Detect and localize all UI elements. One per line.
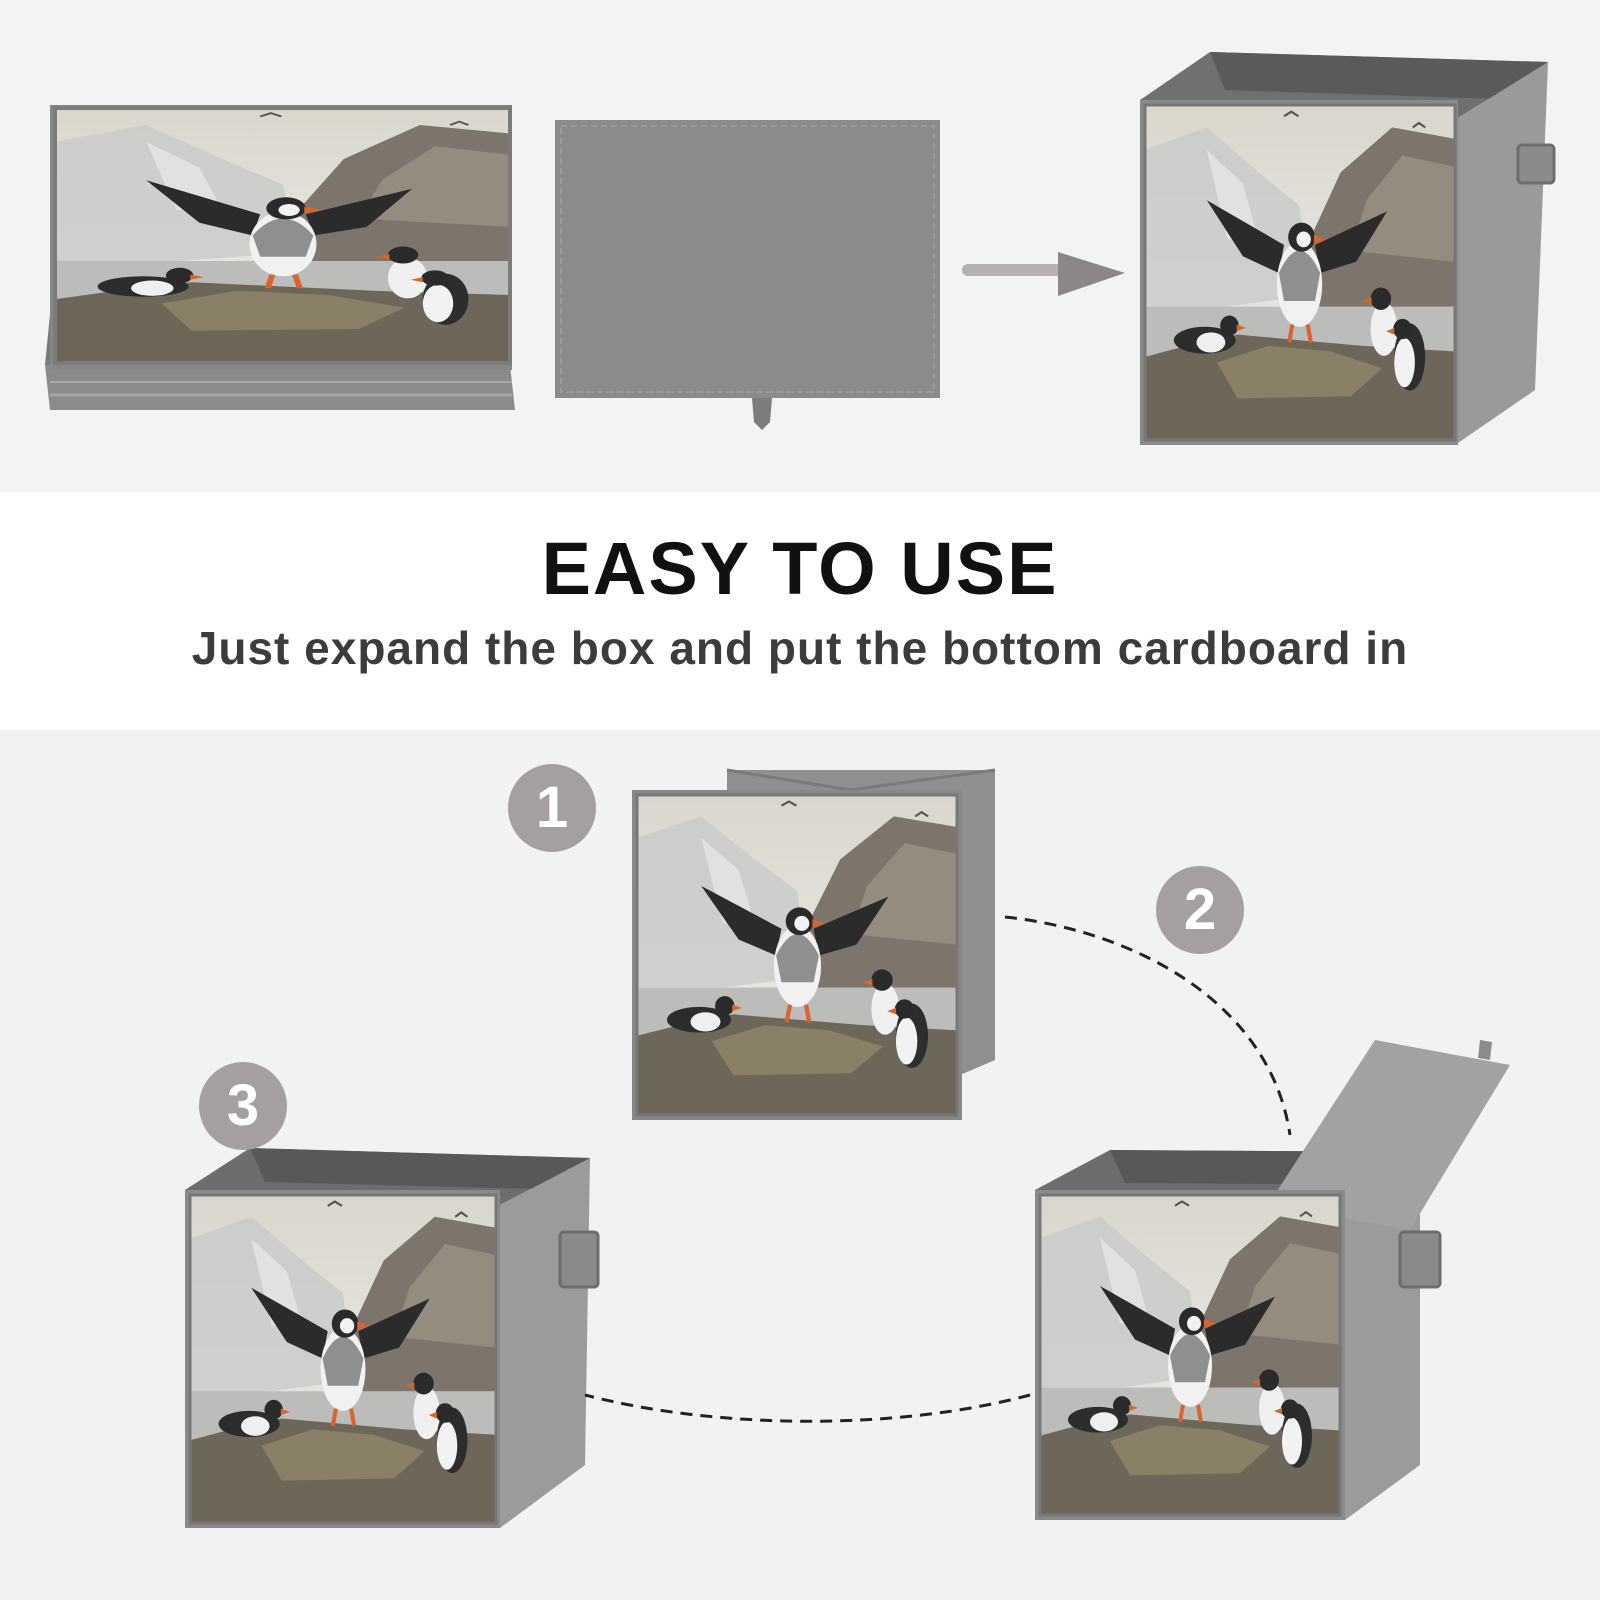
page-subtitle: Just expand the box and put the bottom c… [191,622,1409,674]
arrow-right-icon [962,252,1125,296]
assembled-box-top [1140,52,1556,445]
dashed-path-2-3 [584,1393,1031,1423]
folded-box [45,105,515,410]
step-badge-3: 3 [199,1062,287,1150]
title-band [0,492,1600,730]
step1-box [632,768,996,1120]
step3-box [185,1148,600,1528]
page-title: EASY TO USE [541,527,1059,610]
bottom-cardboard [555,120,940,430]
dashed-path-1-2 [1004,915,1292,1136]
step2-box [1035,1040,1510,1520]
step-badge-1: 1 [508,764,596,852]
step-badge-2: 2 [1156,866,1244,954]
